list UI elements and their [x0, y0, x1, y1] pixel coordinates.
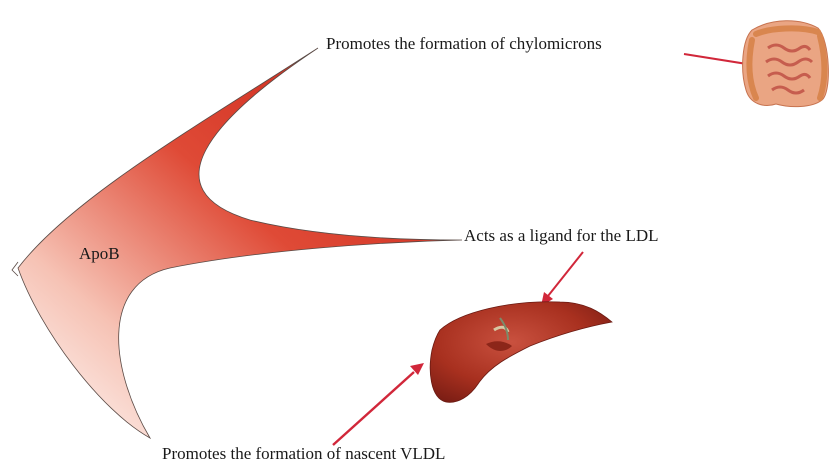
liver-icon	[430, 302, 612, 403]
branch-tip	[12, 262, 18, 276]
apob-label: ApoB	[79, 244, 120, 264]
function-label-chylomicrons: Promotes the formation of chylomicrons	[326, 34, 602, 54]
function-label-vldl: Promotes the formation of nascent VLDL	[162, 444, 445, 464]
arrow-vldl-to-liver	[333, 372, 414, 445]
arrow-ligand-to-liver	[548, 252, 583, 296]
apob-branch-shape	[18, 48, 462, 438]
intestine-icon	[743, 21, 829, 107]
function-label-ldl-ligand: Acts as a ligand for the LDL	[464, 226, 659, 246]
